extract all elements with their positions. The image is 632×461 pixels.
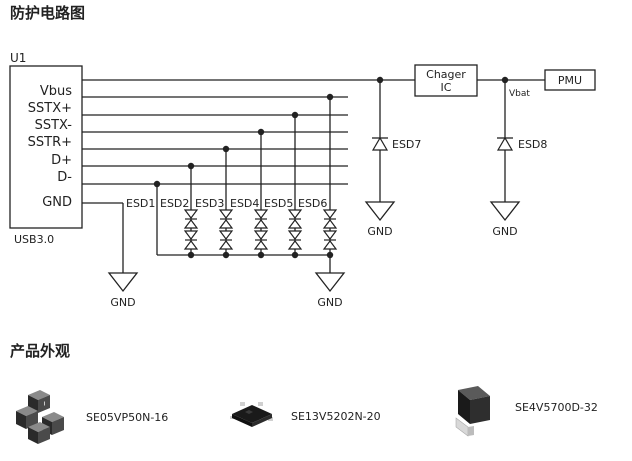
dfn-package-icon: [230, 402, 273, 427]
pin-gnd: GND: [42, 195, 72, 210]
esd3-label: ESD3: [195, 197, 224, 210]
wires: [82, 79, 545, 273]
pmu-box: [544, 69, 596, 91]
product-part-label-2: SE13V5202N-20: [291, 410, 381, 423]
gnd-label-u1: GND: [110, 296, 135, 309]
junction-dots: [153, 76, 509, 259]
gnd-label-esd7: GND: [367, 225, 392, 238]
sot-package-cluster-icon: [16, 390, 64, 444]
product-part-label-1: SE05VP50N-16: [86, 411, 169, 424]
pin-sstx-minus: SSTX-: [35, 118, 73, 133]
ground-symbol-tvs-array: [315, 272, 345, 292]
ground-symbol-u1: [108, 272, 138, 292]
usb-connector-box: [9, 65, 83, 229]
charger-ic-label-line2: IC: [441, 81, 452, 94]
charger-ic-label-line1: Chager: [426, 68, 466, 81]
esd8-label: ESD8: [518, 138, 547, 151]
ground-symbol-esd8: [490, 201, 520, 221]
ic-footer-label: USB3.0: [14, 233, 54, 246]
esd2-label: ESD2: [160, 197, 189, 210]
pin-sstr-plus: SSTR+: [28, 135, 72, 150]
esd6-label: ESD6: [298, 197, 327, 210]
pin-d-minus: D-: [57, 170, 72, 185]
product-part-label-3: SE4V5700D-32: [515, 401, 598, 414]
products-heading: 产品外观: [10, 342, 71, 360]
esd7-label: ESD7: [392, 138, 421, 151]
pin-sstx-plus: SSTX+: [28, 101, 72, 116]
diode-esd7: [371, 136, 389, 151]
gnd-label-esd8: GND: [492, 225, 517, 238]
pin-vbus: Vbus: [40, 84, 72, 99]
gnd-label-tvs-array: GND: [317, 296, 342, 309]
esd4-label: ESD4: [230, 197, 259, 210]
diode-esd8: [496, 136, 514, 151]
ground-symbol-esd7: [365, 201, 395, 221]
sod-package-icon: [455, 386, 490, 437]
pin-d-plus: D+: [51, 153, 72, 168]
ic-ref-label: U1: [10, 51, 26, 65]
charger-ic-box: [414, 64, 478, 97]
esd1-label: ESD1: [126, 197, 155, 210]
pmu-label: PMU: [558, 74, 582, 87]
esd5-label: ESD5: [264, 197, 293, 210]
vbat-label: Vbat: [509, 89, 530, 99]
protection-circuit-diagram: U1 USB3.0 Vbus SSTX+ SSTX- SSTR+ D+ D- G…: [9, 51, 596, 309]
circuit-heading: 防护电路图: [10, 4, 86, 22]
